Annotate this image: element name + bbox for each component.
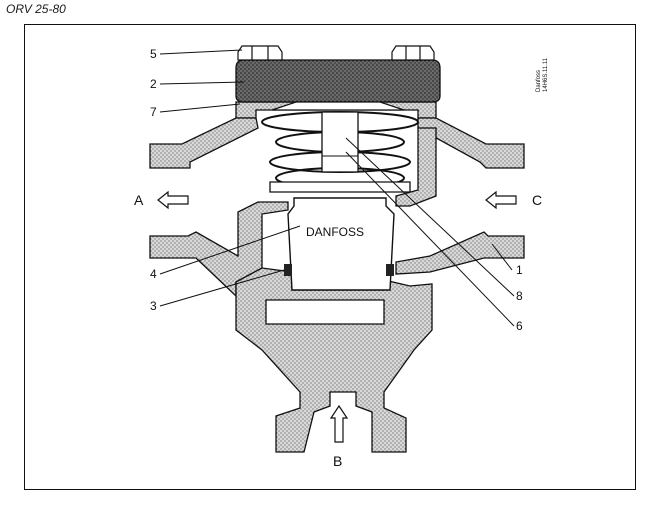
valve-insert <box>287 197 395 291</box>
callout-8: 8 <box>516 289 523 303</box>
port-label-b: B <box>333 453 342 469</box>
valve-housing <box>149 101 525 453</box>
document-title: ORV 25-80 <box>6 2 66 16</box>
valve-stem <box>321 111 359 173</box>
arrow-up-icon <box>329 404 349 443</box>
brand-marking: DANFOSS <box>306 225 364 239</box>
callout-1: 1 <box>516 263 523 277</box>
reference-line-2: 14H6S.11.11 <box>543 57 549 92</box>
drawing-reference: Danfoss 14H6S.11.11 <box>536 57 549 92</box>
bolt-right <box>391 45 435 61</box>
leader-lines <box>159 49 515 327</box>
callout-2: 2 <box>150 77 157 91</box>
diaphragm-plate <box>271 101 405 111</box>
spring-plate <box>269 181 411 193</box>
drawing-frame <box>24 24 636 490</box>
port-label-a: A <box>134 192 144 208</box>
o-ring-left <box>284 264 292 276</box>
arrow-left-icon <box>157 190 189 210</box>
callout-6: 6 <box>516 319 523 333</box>
bolt-left <box>237 45 283 61</box>
callout-5: 5 <box>150 47 157 61</box>
port-label-c: C <box>532 192 542 208</box>
reference-line-1: Danfoss <box>536 70 542 92</box>
o-ring-right <box>386 264 394 276</box>
arrow-left-icon <box>485 190 517 210</box>
callout-7: 7 <box>150 105 157 119</box>
callout-4: 4 <box>150 267 157 281</box>
bonnet-cover <box>235 59 441 103</box>
callout-3: 3 <box>150 299 157 313</box>
